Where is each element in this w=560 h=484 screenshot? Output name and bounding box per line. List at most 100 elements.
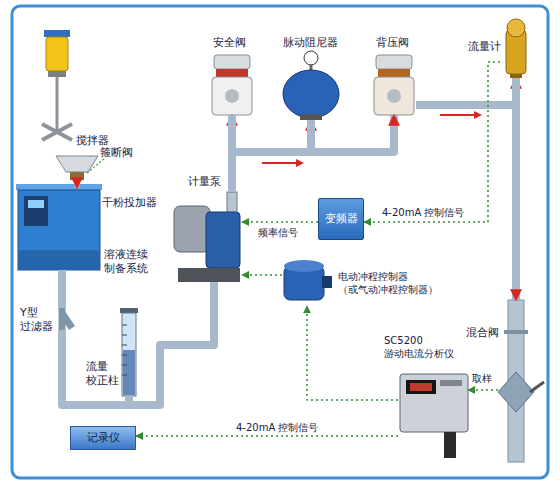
calibration-column: 流量 校正柱 xyxy=(120,312,138,396)
valve-port xyxy=(387,89,401,103)
mixer-handle xyxy=(530,382,544,392)
pipe-line xyxy=(62,330,129,405)
valve-cap xyxy=(214,55,250,69)
valve-band xyxy=(216,69,248,77)
node-label: 电动冲程控制器 （或气动冲程控制器） xyxy=(338,270,444,296)
powder-feeder: 干粉投加器 xyxy=(56,156,98,180)
node-label: 计量泵 xyxy=(188,175,221,189)
stroke-controller: 电动冲程控制器 （或气动冲程控制器） xyxy=(282,258,332,306)
pipe-line xyxy=(416,78,516,105)
signal-label: 4-20mA 控制信号 xyxy=(236,421,318,434)
signal-line xyxy=(468,389,498,391)
analyser-box xyxy=(400,374,468,432)
stirrer: 搅拌器 xyxy=(40,30,80,140)
signal-label: 频率信号 xyxy=(258,226,298,239)
flowmeter-dial xyxy=(507,19,525,37)
pipe-line xyxy=(232,115,311,152)
node-label: 干粉投加器 xyxy=(102,196,157,210)
inverter-box: 变频器 xyxy=(318,198,364,240)
tank-panel xyxy=(24,196,48,226)
current-analyser: SC5200 游动电流分析仪 xyxy=(398,370,468,442)
mixer-valve xyxy=(498,372,534,412)
stirrer-flange xyxy=(48,71,66,77)
analyser-display xyxy=(406,380,436,394)
pulsation-damper: 脉动阻尼器 xyxy=(280,52,342,120)
flow-arrow-head xyxy=(474,111,482,119)
metering-pump: 计量泵 xyxy=(172,192,242,282)
damper-base xyxy=(300,114,322,120)
column-cap xyxy=(120,308,138,313)
pipe-line xyxy=(58,270,66,308)
valve-body xyxy=(212,77,252,115)
signal-label: 4-20mA 控制信号 xyxy=(382,206,464,219)
tank-body xyxy=(18,190,100,270)
signal-line xyxy=(242,274,282,276)
leader-line xyxy=(87,159,104,173)
column-tube xyxy=(122,313,136,396)
node-label: 混合阀 xyxy=(466,326,499,340)
valve-band xyxy=(378,69,410,77)
solution-system: 溶液连续 制备系统 xyxy=(18,188,100,270)
y-filter xyxy=(62,308,72,330)
y-strainer: Y型 过滤器 xyxy=(55,308,69,330)
analyser-sensor xyxy=(444,432,456,458)
pump-motor xyxy=(174,206,210,252)
controller-top xyxy=(284,260,324,272)
recorder-box: 记录仪 xyxy=(70,426,136,450)
valve-port xyxy=(225,89,239,103)
signal-line xyxy=(364,62,500,222)
controller-plug xyxy=(322,276,332,288)
tank-lip xyxy=(16,184,102,190)
part-name: 箍断阀 xyxy=(100,146,133,159)
tank-screen xyxy=(28,200,44,208)
mixing-valve: 混合阀 xyxy=(498,300,534,462)
valve-cap xyxy=(376,55,412,69)
column-ticks xyxy=(122,325,127,375)
pump-head xyxy=(206,212,240,268)
node-label: 变频器 xyxy=(319,199,363,239)
flow-meter: 流量计 xyxy=(500,18,532,78)
column-liquid xyxy=(123,350,135,395)
node-label: 流量 校正柱 xyxy=(86,360,118,388)
node-label: 脉动阻尼器 xyxy=(283,36,338,50)
mixer-flange xyxy=(504,330,528,334)
analyser-led xyxy=(410,383,432,391)
node-label: Y型 过滤器 xyxy=(20,306,56,334)
stirrer-shaft xyxy=(56,77,59,132)
node-label: 搅拌器 xyxy=(76,134,109,148)
node-label: 溶液连续 制备系统 xyxy=(104,248,158,276)
node-label: 安全阀 xyxy=(213,36,246,50)
node-label: 记录仪 xyxy=(71,427,135,449)
node-label: 流量计 xyxy=(468,40,501,54)
pump-outlet xyxy=(227,192,237,214)
pump-base xyxy=(178,268,240,282)
flowmeter-flange xyxy=(510,74,522,78)
valve-body xyxy=(374,77,414,115)
stirrer-paddle xyxy=(42,124,72,140)
damper-sphere xyxy=(283,70,339,118)
damper-gauge xyxy=(304,51,318,65)
signal-line xyxy=(136,435,398,437)
flow-arrow xyxy=(440,114,474,116)
pipe-line xyxy=(75,180,80,188)
safety-valve: 安全阀 xyxy=(210,55,254,115)
analyser-keys xyxy=(440,380,462,386)
pipe-line xyxy=(512,78,520,300)
node-label: SC5200 游动电流分析仪 xyxy=(384,334,466,360)
pipe-line xyxy=(129,282,214,405)
flow-arrow-head xyxy=(296,159,304,167)
feeder-valve xyxy=(70,172,84,180)
node-label: 背压阀 xyxy=(376,36,409,50)
back-pressure-valve: 背压阀 xyxy=(372,55,416,115)
stirrer-motor xyxy=(46,37,68,71)
signal-label: 取样 xyxy=(472,372,492,385)
flow-arrow xyxy=(262,162,296,164)
frame xyxy=(12,6,548,478)
stirrer-cap xyxy=(44,30,70,37)
pipe-line xyxy=(311,115,394,152)
